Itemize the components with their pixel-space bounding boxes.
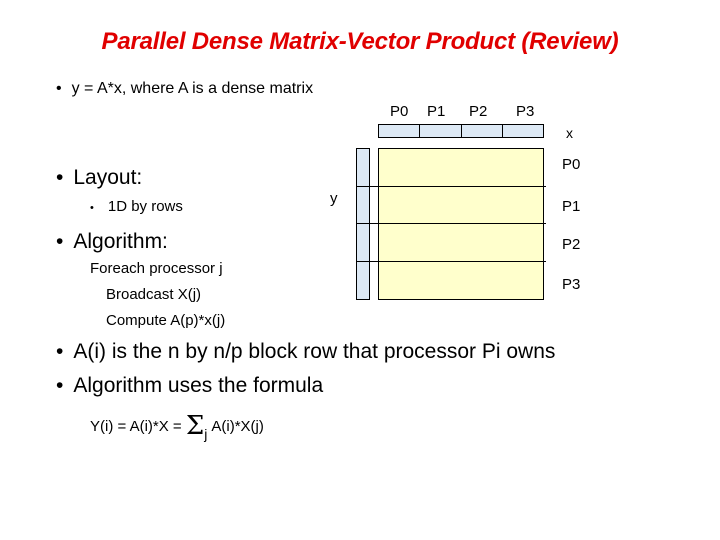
block-row-bullet: • A(i) is the n by n/p block row that pro…: [56, 340, 555, 364]
row-separator: [356, 186, 546, 187]
bullet-dot: •: [56, 340, 64, 363]
row-separators: [356, 148, 546, 300]
intro-text: y = A*x, where A is a dense matrix: [71, 80, 314, 97]
x-label: x: [566, 125, 573, 141]
row-separator: [356, 261, 546, 262]
col-label-p2: P2: [469, 103, 488, 120]
x-segment: [420, 125, 462, 137]
col-label-p0: P0: [390, 103, 409, 120]
sigma-subscript: j: [204, 426, 208, 442]
row-label-p3: P3: [562, 276, 581, 293]
row-label-p0: P0: [562, 156, 581, 173]
layout-sub-text: 1D by rows: [107, 198, 183, 215]
algo-line-3: Compute A(p)*x(j): [106, 312, 226, 329]
x-segment: [462, 125, 503, 137]
bullet-dot: •: [56, 80, 62, 97]
row-label-p2: P2: [562, 236, 581, 253]
bullet-dot: •: [90, 202, 94, 214]
bullet-dot: •: [56, 166, 64, 189]
formula-lhs: Y(i) = A(i)*X =: [90, 418, 186, 435]
x-vector: [378, 124, 544, 138]
formula-rhs: A(i)*X(j): [211, 418, 264, 435]
sigma-symbol: Σ: [185, 411, 205, 441]
row-separator: [356, 223, 546, 224]
formula-intro-bullet: • Algorithm uses the formula: [56, 374, 323, 398]
col-label-p1: P1: [427, 103, 446, 120]
x-segment: [379, 125, 421, 137]
algo-line-1: Foreach processor j: [90, 260, 223, 277]
intro-bullet: • y = A*x, where A is a dense matrix: [56, 80, 313, 98]
layout-text: Layout:: [73, 166, 143, 189]
algorithm-text: Algorithm:: [73, 230, 168, 253]
col-label-p3: P3: [516, 103, 535, 120]
layout-bullet: • Layout:: [56, 166, 142, 190]
bullet-dot: •: [56, 230, 64, 253]
algorithm-bullet: • Algorithm:: [56, 230, 168, 254]
layout-sub-bullet: • 1D by rows: [90, 198, 183, 215]
block-row-text: A(i) is the n by n/p block row that proc…: [73, 340, 556, 363]
y-label: y: [330, 190, 338, 207]
x-segment: [503, 125, 543, 137]
algo-line-2: Broadcast X(j): [106, 286, 202, 303]
slide-title: Parallel Dense Matrix-Vector Product (Re…: [101, 28, 619, 55]
bullet-dot: •: [56, 374, 64, 397]
matrix-a: [378, 148, 544, 300]
formula-intro-text: Algorithm uses the formula: [73, 374, 324, 397]
row-label-p1: P1: [562, 198, 581, 215]
